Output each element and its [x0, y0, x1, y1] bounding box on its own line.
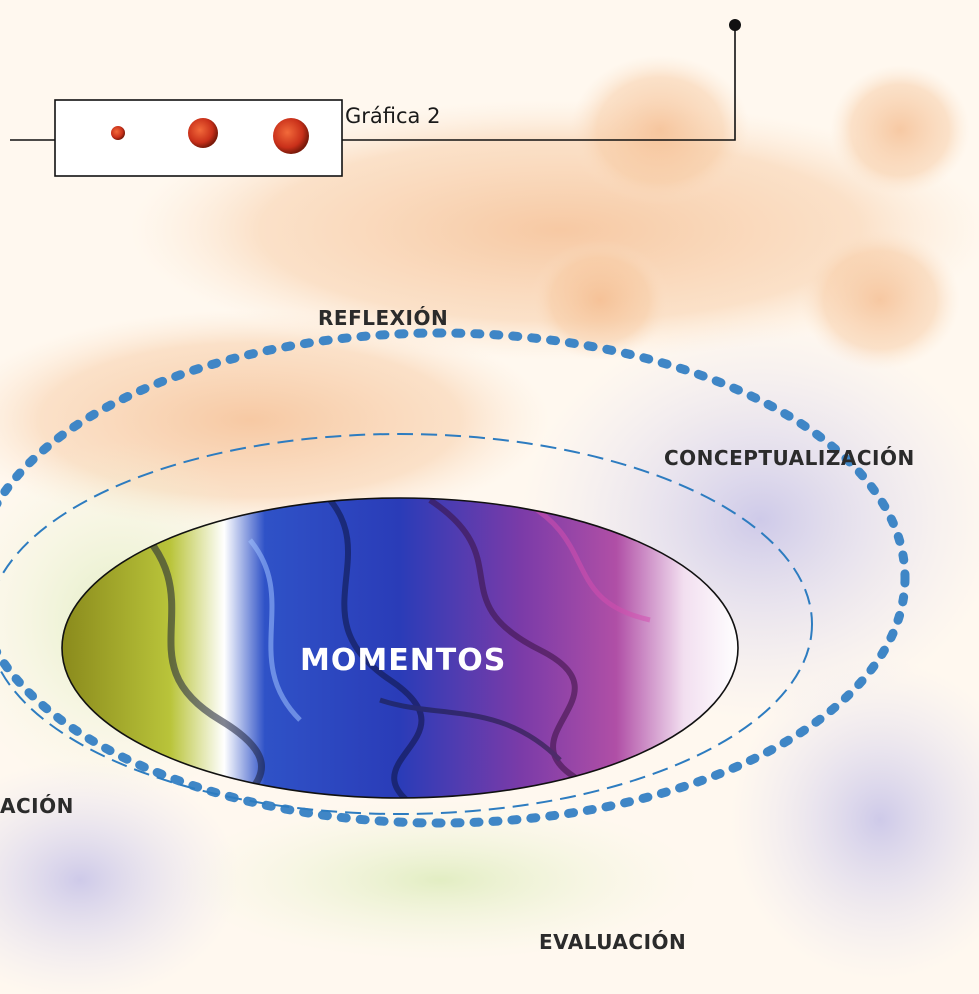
inner-dashed-ring	[0, 433, 813, 815]
ring-label-left: ACIÓN	[0, 794, 74, 818]
caption-leader-right	[342, 25, 736, 141]
ring-label-top: REFLEXIÓN	[318, 306, 449, 330]
outer-dotted-ring	[0, 328, 910, 828]
center-label: MOMENTOS	[300, 643, 507, 678]
caption-label: Gráfica 2	[345, 104, 441, 128]
center-ellipse	[61, 497, 739, 799]
small-dot	[111, 126, 125, 140]
leader-endpoint-dot	[729, 19, 741, 31]
medium-dot	[188, 118, 218, 148]
ring-label-bottom: EVALUACIÓN	[539, 930, 687, 954]
ring-label-right: CONCEPTUALIZACIÓN	[664, 446, 915, 470]
large-dot	[273, 118, 309, 154]
